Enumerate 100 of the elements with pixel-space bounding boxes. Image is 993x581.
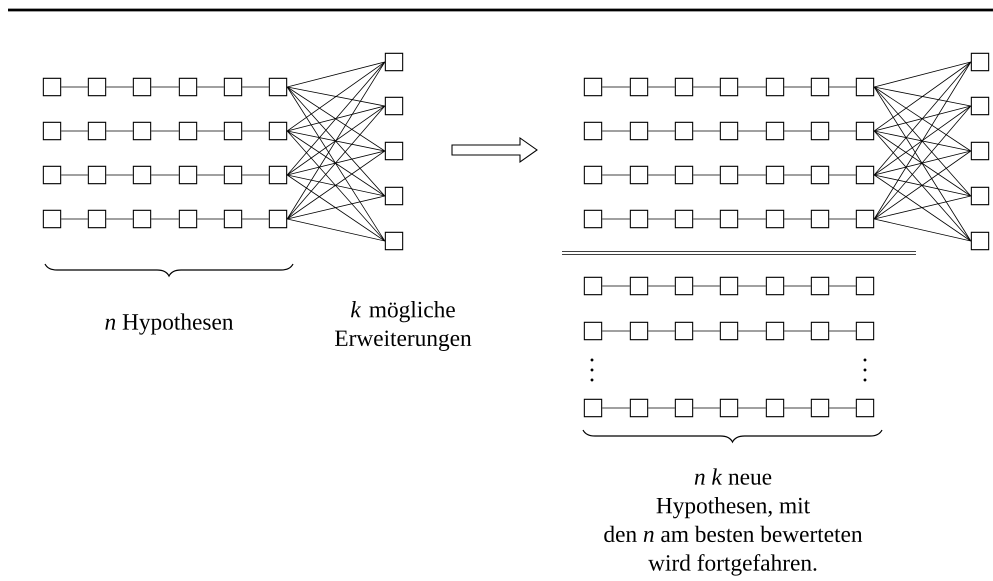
caption-text: n k neue Hypothesen, mit den n am besten bewerteten wird fortgefahren. bbox=[604, 468, 862, 576]
connector-line bbox=[242, 174, 270, 176]
connector-line bbox=[106, 130, 134, 132]
connector-line bbox=[692, 130, 720, 132]
connector-line bbox=[242, 218, 270, 220]
square-node bbox=[674, 276, 694, 296]
square-node bbox=[88, 166, 106, 184]
square-node bbox=[970, 142, 990, 160]
connector-line bbox=[874, 86, 972, 106]
connector-line bbox=[286, 86, 386, 242]
connector-line bbox=[828, 86, 856, 88]
connector-line bbox=[648, 330, 676, 332]
connector-line bbox=[602, 330, 630, 332]
connector-line bbox=[874, 130, 972, 196]
connector-line bbox=[106, 218, 134, 220]
connector-line bbox=[286, 86, 386, 196]
square-node bbox=[720, 322, 738, 340]
square-node bbox=[674, 122, 694, 140]
connector-line bbox=[242, 130, 270, 132]
connector-line bbox=[150, 130, 180, 132]
connector-line bbox=[874, 62, 972, 88]
connector-line bbox=[286, 106, 386, 176]
connector-line bbox=[692, 86, 720, 88]
square-node bbox=[630, 122, 648, 140]
square-node bbox=[224, 78, 242, 96]
connector-line bbox=[874, 86, 972, 196]
square-node bbox=[384, 232, 404, 250]
connector-line bbox=[106, 86, 134, 88]
square-node bbox=[674, 210, 694, 228]
square-node bbox=[720, 398, 738, 418]
square-node bbox=[224, 122, 242, 140]
connector-line bbox=[874, 62, 972, 220]
connector-line bbox=[648, 174, 676, 176]
square-node bbox=[630, 276, 648, 296]
connector-line bbox=[196, 130, 224, 132]
connector-line bbox=[106, 174, 134, 176]
square-node bbox=[766, 210, 784, 228]
square-node bbox=[856, 78, 874, 96]
square-node bbox=[766, 398, 784, 418]
connector-line bbox=[828, 330, 856, 332]
square-node bbox=[674, 78, 694, 96]
square-node bbox=[810, 210, 830, 228]
connector-line bbox=[196, 174, 224, 176]
square-node bbox=[42, 210, 62, 228]
square-node bbox=[970, 52, 990, 72]
square-node bbox=[584, 322, 602, 340]
connector-line bbox=[286, 196, 386, 220]
square-node bbox=[178, 166, 198, 184]
square-node bbox=[42, 122, 62, 140]
connector-line bbox=[828, 130, 856, 132]
connector-line bbox=[874, 174, 972, 242]
connector-line bbox=[286, 150, 386, 176]
connector-line bbox=[602, 130, 630, 132]
connector-line bbox=[602, 86, 630, 88]
connector-line bbox=[648, 86, 676, 88]
square-node bbox=[584, 398, 602, 418]
square-node bbox=[856, 322, 874, 340]
connector-line bbox=[784, 218, 812, 220]
square-node bbox=[810, 322, 830, 340]
connector-line bbox=[648, 218, 676, 220]
connector-line bbox=[286, 130, 386, 152]
square-node bbox=[810, 78, 830, 96]
square-node bbox=[810, 166, 830, 184]
connector-line bbox=[286, 106, 386, 220]
square-node bbox=[132, 122, 152, 140]
square-node bbox=[766, 78, 784, 96]
square-node bbox=[856, 276, 874, 296]
square-node bbox=[766, 276, 784, 296]
connector-line bbox=[874, 150, 972, 220]
connector-line bbox=[648, 130, 676, 132]
connector-line bbox=[60, 218, 88, 220]
connector-line bbox=[286, 62, 386, 176]
square-node bbox=[970, 232, 990, 250]
square-node bbox=[856, 122, 874, 140]
square-node bbox=[178, 78, 198, 96]
connector-line bbox=[150, 174, 180, 176]
square-node bbox=[384, 96, 404, 116]
square-node bbox=[674, 166, 694, 184]
square-node bbox=[132, 210, 152, 228]
square-node bbox=[970, 96, 990, 116]
connector-line bbox=[738, 330, 766, 332]
connector-line bbox=[286, 86, 386, 106]
square-node bbox=[720, 276, 738, 296]
square-node bbox=[856, 210, 874, 228]
connector-line bbox=[784, 330, 812, 332]
square-node bbox=[584, 78, 602, 96]
connector-line bbox=[874, 62, 972, 176]
connector-line bbox=[874, 218, 972, 242]
square-node bbox=[132, 166, 152, 184]
square-node bbox=[178, 122, 198, 140]
square-node bbox=[584, 166, 602, 184]
square-node bbox=[630, 78, 648, 96]
square-node bbox=[766, 322, 784, 340]
square-node bbox=[88, 122, 106, 140]
connector-line bbox=[286, 130, 386, 242]
connector-line bbox=[150, 86, 180, 88]
connector-line bbox=[738, 86, 766, 88]
square-node bbox=[268, 122, 288, 140]
square-node bbox=[42, 78, 62, 96]
square-node bbox=[42, 166, 62, 184]
